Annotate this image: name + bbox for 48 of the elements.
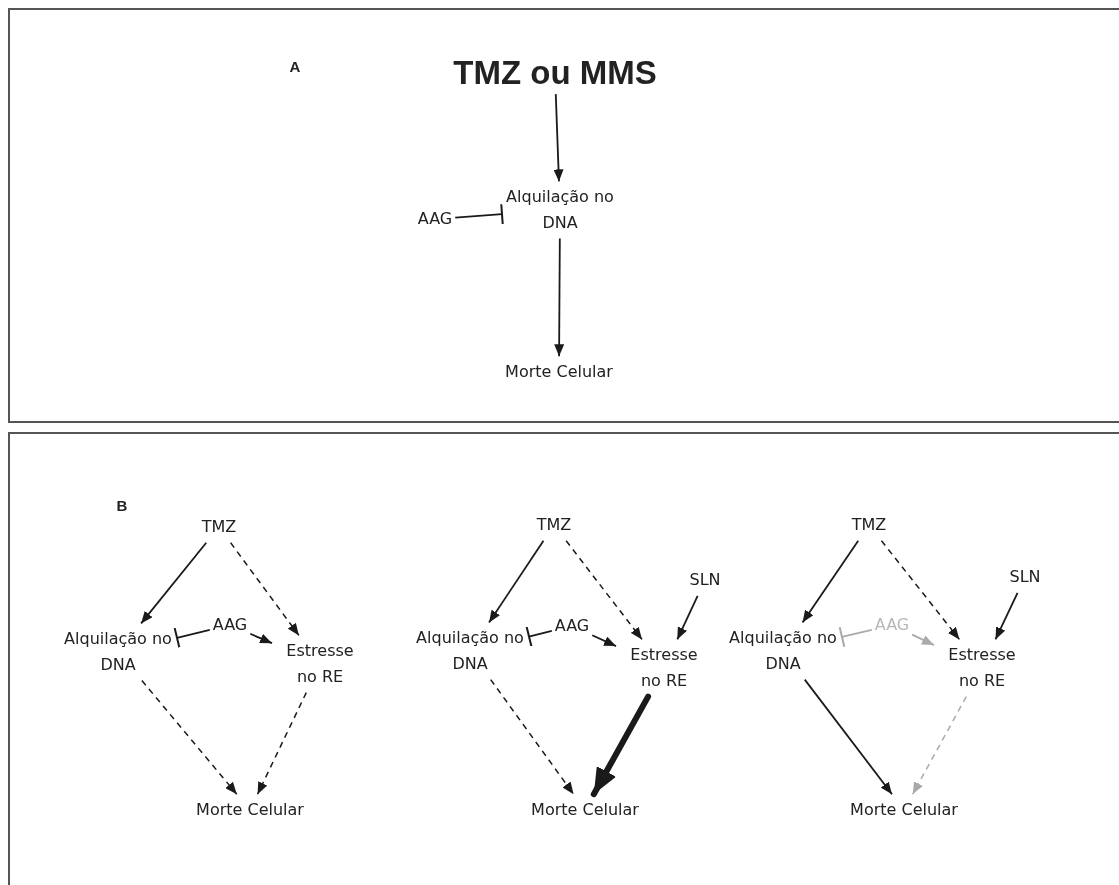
- panel-frame: [8, 432, 1119, 885]
- node-label: Estresse no RE: [619, 642, 709, 694]
- dashed-arrow: [911, 695, 968, 795]
- node-label: AAG: [554, 613, 590, 639]
- arrow: [249, 632, 273, 645]
- node-label: AAG: [417, 206, 453, 232]
- panel-label: A: [289, 57, 301, 75]
- node-label: SLN: [689, 567, 721, 593]
- arrow: [140, 541, 208, 625]
- arrow: [554, 237, 565, 358]
- node-label: TMZ ou MMS: [453, 54, 657, 92]
- inhibition-line: [454, 203, 504, 226]
- panel-label: B: [116, 496, 128, 514]
- arrow: [676, 594, 699, 641]
- node-label: Morte Celular: [850, 797, 958, 823]
- arrow: [590, 693, 652, 798]
- node-label: AAG: [874, 612, 910, 638]
- node-label: Morte Celular: [531, 797, 639, 823]
- node-label: TMZ: [201, 514, 237, 540]
- node-label: Alquilação no DNA: [727, 625, 839, 677]
- arrow: [488, 539, 545, 624]
- panel-frame: [8, 8, 1119, 423]
- arrow: [801, 539, 860, 624]
- arrow: [803, 678, 893, 796]
- arrow: [911, 633, 935, 646]
- dashed-arrow: [489, 678, 575, 795]
- dashed-arrow: [880, 540, 961, 641]
- node-label: Morte Celular: [196, 797, 304, 823]
- inhibition-line: [838, 626, 873, 648]
- node-label: Alquilação no DNA: [62, 626, 174, 678]
- node-label: Estresse no RE: [937, 642, 1027, 694]
- node-label: SLN: [1009, 564, 1041, 590]
- dashed-arrow: [141, 679, 238, 795]
- arrow: [994, 591, 1019, 641]
- arrow: [591, 634, 617, 647]
- node-label: TMZ: [851, 512, 887, 538]
- node-label: Alquilação no DNA: [414, 625, 526, 677]
- arrow: [553, 93, 564, 183]
- node-label: Alquilação no DNA: [505, 184, 615, 236]
- inhibition-line: [173, 627, 211, 649]
- dashed-arrow: [229, 542, 300, 637]
- node-label: AAG: [212, 612, 248, 638]
- dashed-arrow: [565, 540, 643, 641]
- node-label: TMZ: [536, 512, 572, 538]
- node-label: Estresse no RE: [275, 638, 365, 690]
- inhibition-line: [525, 625, 553, 648]
- dashed-arrow: [256, 691, 308, 795]
- node-label: Morte Celular: [505, 359, 613, 385]
